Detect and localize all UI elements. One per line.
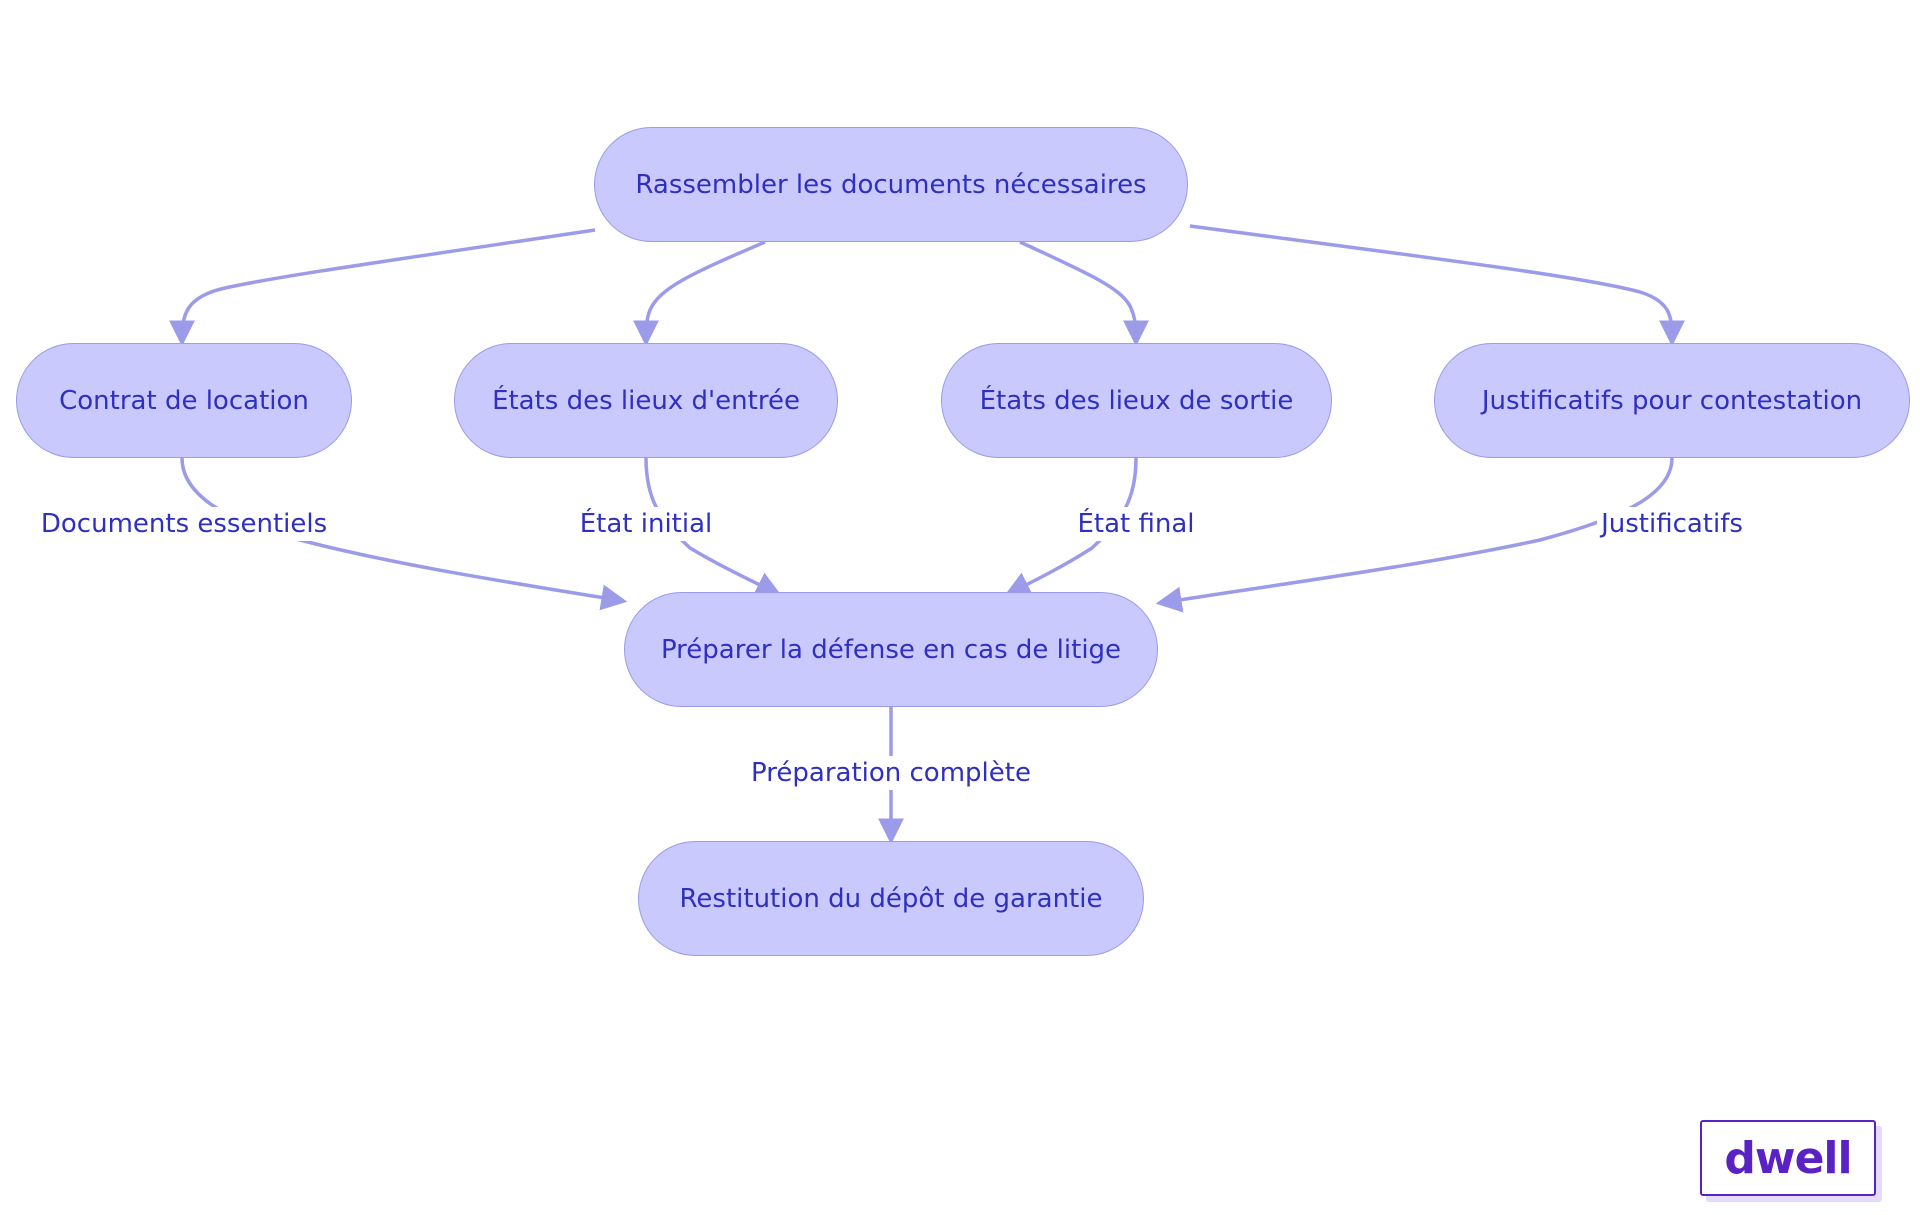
node-restitution-depot[interactable]: Restitution du dépôt de garantie (638, 841, 1144, 956)
node-label: États des lieux d'entrée (492, 385, 800, 416)
edge-root-justificatifs (1189, 224, 1685, 347)
node-label: Justificatifs pour contestation (1481, 385, 1863, 416)
node-contrat-location[interactable]: Contrat de location (16, 343, 352, 458)
node-label: Préparer la défense en cas de litige (660, 634, 1122, 665)
node-label: Contrat de location (59, 385, 309, 416)
edge-root-entree (633, 240, 766, 347)
node-etats-lieux-entree[interactable]: États des lieux d'entrée (454, 343, 838, 458)
edge-label-documents-essentiels: Documents essentiels (36, 507, 332, 541)
node-rassembler-documents[interactable]: Rassembler les documents nécessaires (594, 127, 1188, 242)
edge-justificatifs-defense (1155, 457, 1674, 613)
edge-label-etat-initial: État initial (575, 507, 717, 541)
dwell-logo: dwell (1700, 1120, 1876, 1196)
node-preparer-defense[interactable]: Préparer la défense en cas de litige (624, 592, 1158, 707)
edge-label-justificatifs: Justificatifs (1597, 507, 1747, 541)
edge-sortie-defense (1004, 457, 1138, 596)
edge-label-etat-final: État final (1073, 507, 1199, 541)
edge-label-preparation-complete: Préparation complète (747, 756, 1035, 790)
node-etats-lieux-sortie[interactable]: États des lieux de sortie (941, 343, 1332, 458)
logo-text: dwell (1724, 1132, 1852, 1184)
node-label: Rassembler les documents nécessaires (635, 169, 1147, 200)
node-justificatifs-contestation[interactable]: Justificatifs pour contestation (1434, 343, 1910, 458)
node-label: Restitution du dépôt de garantie (679, 883, 1103, 914)
edge-root-contrat (169, 228, 596, 347)
edge-contrat-defense (180, 457, 628, 611)
node-label: États des lieux de sortie (979, 385, 1294, 416)
edge-root-sortie (1019, 240, 1149, 347)
edge-entree-defense (644, 457, 782, 596)
